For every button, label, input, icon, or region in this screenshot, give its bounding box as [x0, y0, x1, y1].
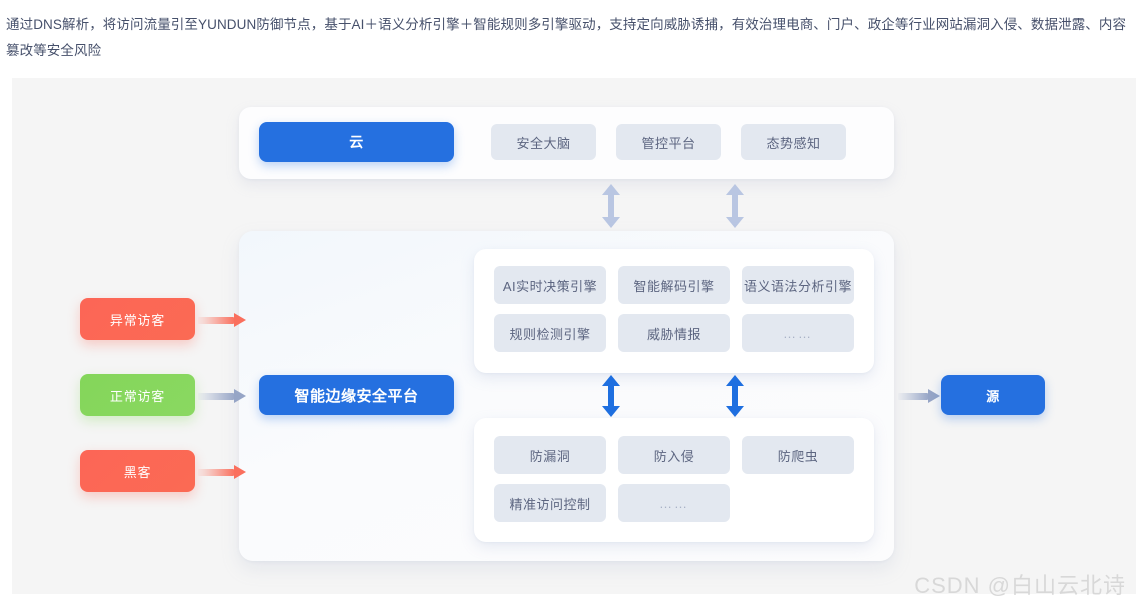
protection-item-anti-intrusion[interactable]: 防入侵: [618, 436, 730, 474]
double-arrow-up-down-icon-engine-right: [726, 375, 744, 417]
arrow-shaft: [608, 386, 614, 406]
engine-item-semantic-syntax-analysis[interactable]: 语义语法分析引擎: [742, 266, 854, 304]
cloud-item-security-brain[interactable]: 安全大脑: [491, 124, 596, 160]
arrow-head-down: [602, 406, 620, 417]
engine-item-smart-decoding[interactable]: 智能解码引擎: [618, 266, 730, 304]
cloud-primary-pill[interactable]: 云: [259, 122, 454, 162]
arrow-shaft: [198, 317, 234, 324]
watermark: CSDN @白山云北诗: [914, 573, 1126, 598]
arrow-head-up: [602, 375, 620, 386]
arrow-shaft: [608, 195, 614, 217]
protection-item-anti-crawler[interactable]: 防爬虫: [742, 436, 854, 474]
protection-item-precise-access-control[interactable]: 精准访问控制: [494, 484, 606, 522]
arrow-right-icon-normal: [198, 389, 246, 403]
visitor-chip-normal[interactable]: 正常访客: [80, 374, 195, 416]
arrow-head: [234, 465, 246, 479]
arrow-shaft: [732, 195, 738, 217]
arrow-shaft: [198, 469, 234, 476]
engine-item-threat-intelligence[interactable]: 威胁情报: [618, 314, 730, 352]
engine-item-more[interactable]: ……: [742, 314, 854, 352]
arrow-head-down: [726, 217, 744, 228]
visitor-chip-hacker[interactable]: 黑客: [80, 450, 195, 492]
arrow-head-up: [726, 375, 744, 386]
arrow-head-up: [602, 184, 620, 195]
arrow-shaft: [198, 393, 234, 400]
double-arrow-up-down-icon-left: [602, 184, 620, 228]
engine-item-ai-realtime-decision[interactable]: AI实时决策引擎: [494, 266, 606, 304]
arrow-right-icon-abnormal: [198, 313, 246, 327]
cloud-item-situational-awareness[interactable]: 态势感知: [741, 124, 846, 160]
arrow-head: [234, 313, 246, 327]
platform-title-pill[interactable]: 智能边缘安全平台: [259, 375, 454, 415]
protection-item-more[interactable]: ……: [618, 484, 730, 522]
visitor-chip-abnormal[interactable]: 异常访客: [80, 298, 195, 340]
arrow-shaft: [732, 386, 738, 406]
cloud-item-control-platform[interactable]: 管控平台: [616, 124, 721, 160]
double-arrow-up-down-icon-engine-left: [602, 375, 620, 417]
origin-pill[interactable]: 源: [941, 375, 1045, 415]
arrow-head-up: [726, 184, 744, 195]
arrow-head-down: [726, 406, 744, 417]
arrow-head: [234, 389, 246, 403]
double-arrow-up-down-icon-right: [726, 184, 744, 228]
protection-item-anti-vulnerability[interactable]: 防漏洞: [494, 436, 606, 474]
arrow-head: [928, 389, 940, 403]
arrow-shaft: [898, 393, 928, 400]
arrow-right-icon-hacker: [198, 465, 246, 479]
engine-item-rule-detection[interactable]: 规则检测引擎: [494, 314, 606, 352]
arrow-head-down: [602, 217, 620, 228]
description-paragraph: 通过DNS解析，将访问流量引至YUNDUN防御节点，基于AI＋语义分析引擎＋智能…: [6, 17, 1127, 58]
arrow-right-icon-origin: [898, 389, 940, 403]
